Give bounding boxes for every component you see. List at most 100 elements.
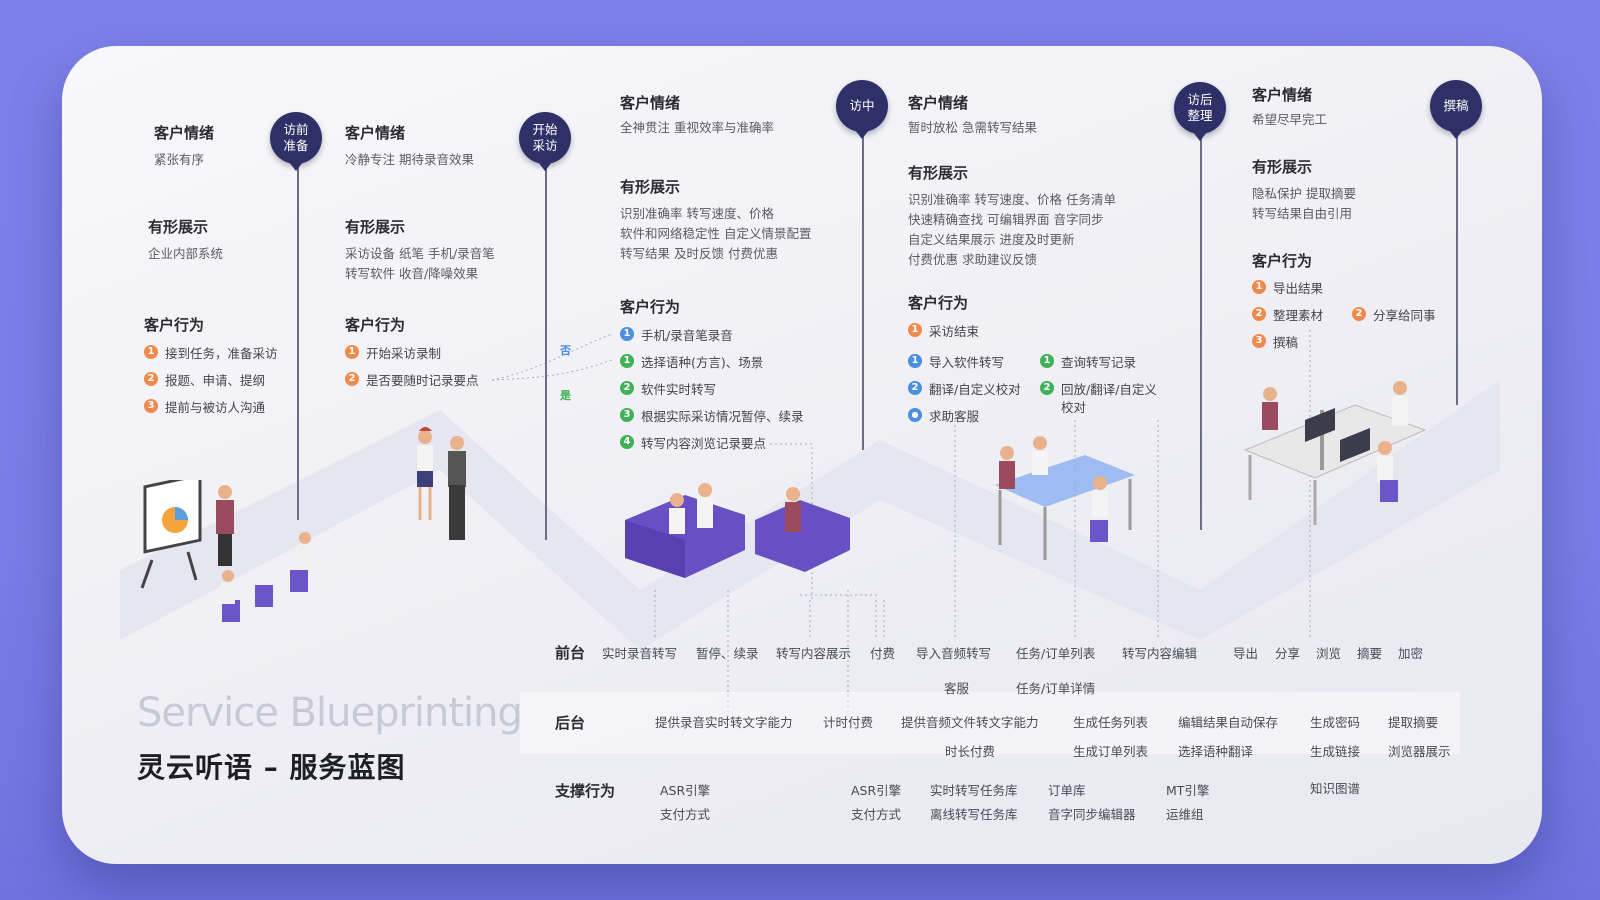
c2-emotion-text: 冷静专注 期待录音效果 (345, 152, 474, 167)
support-item: ASR引擎 (851, 783, 902, 798)
c1-behavior-title: 客户行为 (144, 316, 205, 334)
front-item: 分享 (1275, 646, 1301, 661)
lane-support-label: 支撑行为 (555, 782, 616, 800)
c3-emotion-text: 全神贯注 重视效率与准确率 (620, 120, 774, 135)
c5-tangible-text: 转写结果自由引用 (1252, 206, 1353, 221)
stage-pin-pre-interview: 访前准备 (270, 112, 322, 171)
c3-tangible-text: 转写结果 及时反馈 付费优惠 (620, 246, 778, 261)
stage-stem-5 (1456, 130, 1458, 405)
front-item: 暂停、续录 (696, 646, 759, 661)
back-item: 时长付费 (945, 744, 996, 759)
front-item: 导出 (1233, 646, 1259, 661)
back-item: 生成链接 (1310, 744, 1361, 759)
support-item: 支付方式 (851, 807, 902, 822)
support-item: 订单库 (1048, 783, 1086, 798)
c4-behavior-item-cont: 校对 (1061, 400, 1087, 415)
support-item: ASR引擎 (660, 783, 711, 798)
c3-emotion-title: 客户情绪 (620, 94, 681, 112)
c2-tangible-text: 采访设备 纸笔 手机/录音笔 (345, 246, 495, 261)
back-item: 生成密码 (1310, 715, 1361, 730)
branch-yes-label: 是 (560, 389, 571, 402)
stage-stem-3 (862, 130, 864, 450)
front-item: 客服 (944, 681, 970, 696)
c1-emotion-text: 紧张有序 (154, 152, 205, 167)
branch-no-label: 否 (560, 344, 571, 357)
c1-tangible-text: 企业内部系统 (148, 246, 224, 261)
support-item: 运维组 (1166, 807, 1204, 822)
stage-pin-text: 访后整理 (1187, 92, 1213, 123)
stage-pin-text: 访前准备 (283, 122, 309, 153)
support-item: 离线转写任务库 (930, 807, 1018, 822)
back-item: 编辑结果自动保存 (1178, 715, 1279, 730)
c4-behavior-item: ●求助客服 (908, 405, 979, 425)
c3-tangible-text: 识别准确率 转写速度、价格 (620, 206, 774, 221)
stage-pin-during-interview: 访中 (836, 80, 888, 139)
stage-pin-start-interview: 开始采访 (519, 112, 571, 171)
front-item: 导入音频转写 (916, 646, 992, 661)
c5-emotion-text: 希望尽早完工 (1252, 112, 1328, 127)
front-item: 付费 (870, 646, 896, 661)
title-english: Service Blueprinting (137, 690, 523, 736)
front-item: 转写内容编辑 (1122, 646, 1198, 661)
c3-behavior-title: 客户行为 (620, 298, 681, 316)
c4-emotion-text: 暂时放松 急需转写结果 (908, 120, 1037, 135)
front-item: 实时录音转写 (602, 646, 678, 661)
c5-tangible-text: 隐私保护 提取摘要 (1252, 186, 1356, 201)
front-item: 转写内容展示 (776, 646, 852, 661)
c4-tangible-text: 自定义结果展示 进度及时更新 (908, 232, 1075, 247)
stage-pin-text: 开始采访 (532, 122, 558, 153)
support-item: MT引擎 (1166, 783, 1210, 798)
office-workstation-illustration (1243, 381, 1427, 525)
front-item: 任务/订单详情 (1016, 681, 1096, 696)
handshake-illustration (417, 427, 466, 540)
sofa-interview-illustration (625, 483, 850, 578)
back-item: 计时付费 (823, 715, 874, 730)
support-item: 音字同步编辑器 (1048, 807, 1136, 822)
back-item: 选择语种翻译 (1178, 744, 1254, 759)
c4-tangible-text: 识别准确率 转写速度、价格 任务清单 (908, 192, 1116, 207)
c1-emotion-title: 客户情绪 (154, 124, 215, 142)
c4-tangible-text: 付费优惠 求助建议反馈 (908, 252, 1037, 267)
back-item: 生成订单列表 (1073, 744, 1149, 759)
c2-emotion-title: 客户情绪 (345, 124, 406, 142)
c3-tangible-title: 有形展示 (620, 178, 681, 196)
front-item: 任务/订单列表 (1016, 646, 1096, 661)
front-item: 加密 (1398, 646, 1424, 661)
title-chinese: 灵云听语 – 服务蓝图 (137, 751, 406, 784)
front-item: 浏览 (1316, 646, 1342, 661)
back-item: 提取摘要 (1388, 715, 1439, 730)
c2-tangible-title: 有形展示 (345, 218, 406, 236)
stage-stem-2 (545, 160, 547, 540)
meeting-scene-illustration (140, 480, 312, 622)
back-item: 生成任务列表 (1073, 715, 1149, 730)
support-item: 知识图谱 (1310, 781, 1361, 796)
c2-behavior-title: 客户行为 (345, 316, 406, 334)
stage-stem-1 (297, 160, 299, 520)
back-item: 提供音频文件转文字能力 (901, 715, 1039, 730)
c5-tangible-title: 有形展示 (1252, 158, 1313, 176)
support-item: 支付方式 (660, 807, 711, 822)
c1-tangible-title: 有形展示 (148, 218, 209, 236)
c4-behavior-title: 客户行为 (908, 294, 969, 312)
stage-stem-4 (1200, 135, 1202, 530)
c2-tangible-text: 转写软件 收音/降噪效果 (345, 266, 479, 281)
support-item: 实时转写任务库 (930, 783, 1018, 798)
